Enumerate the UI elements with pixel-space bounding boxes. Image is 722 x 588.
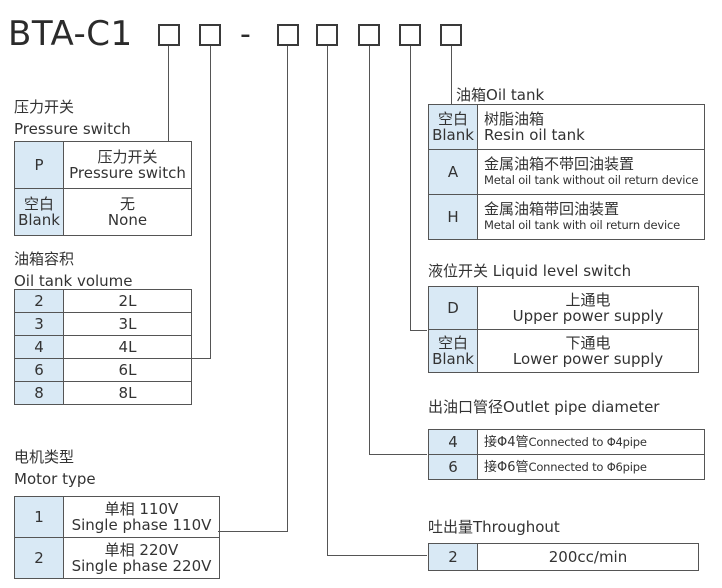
option-desc: 8L [63,381,192,405]
option-desc-cn: 接Φ4管 [484,434,529,450]
table-row: 2 200cc/min [428,543,699,571]
motor-type-table: 1 单相 110V Single phase 110V 2 单相 220V Si… [14,496,220,579]
option-code: 4 [428,429,478,455]
option-desc-en: Lower power supply [512,350,664,368]
option-code: 8 [14,381,64,405]
option-code-cn: 空白 [437,110,468,128]
option-desc: 3L [63,312,192,336]
option-code-en: Blank [18,211,60,229]
option-code: 3 [14,312,64,336]
option-desc-cn: 压力开关 [97,148,158,166]
option-desc-cn: 无 [119,195,135,213]
code-slot-oil-tank [440,24,462,46]
table-row: A 金属油箱不带回油装置 Metal oil tank without oil … [428,149,705,195]
table-row: P 压力开关 Pressure switch [14,141,192,189]
oil-tank-title: 油箱Oil tank [456,86,544,104]
option-code: 2 [428,543,478,571]
option-desc-en: Metal oil tank with oil return device [484,218,680,232]
oil-tank-title-en: Oil tank [486,86,545,104]
table-row: 4 接Φ4管Connected to Φ4pipe [428,429,705,455]
option-desc-cn: 金属油箱不带回油装置 [484,155,635,173]
option-desc-en: Resin oil tank [484,126,585,144]
option-code: H [428,194,478,240]
pressure-switch-title-en: Pressure switch [14,120,131,138]
option-code-cn: 空白 [437,334,468,352]
table-row: 空白 Blank 下通电 Lower power supply [428,329,699,373]
code-slot-throughput [316,24,338,46]
motor-type-title-en: Motor type [14,470,96,488]
code-slot-pressure-switch [158,24,180,46]
option-code-cn: 空白 [23,195,54,213]
option-desc-en: None [107,211,148,229]
option-desc: 2L [63,289,192,313]
tank-volume-title-cn: 油箱容积 [14,250,75,268]
throughput-title: 吐出量Throughout [428,518,560,536]
option-code: 1 [14,496,64,538]
outlet-pipe-title: 出油口管径Outlet pipe diameter [428,398,659,416]
option-desc-en: Single phase 110V [71,516,212,534]
option-code: 2 [14,537,64,579]
pressure-switch-title-cn: 压力开关 [14,98,75,116]
option-code: D [428,286,478,330]
option-code: 6 [14,358,64,382]
tank-volume-title-en: Oil tank volume [14,272,133,290]
option-code-en: Blank [432,126,474,144]
pressure-switch-table: P 压力开关 Pressure switch 空白 Blank 无 None [14,141,192,236]
motor-type-title-cn: 电机类型 [14,448,75,466]
option-desc-cn: 树脂油箱 [484,110,545,128]
option-desc-cn: 接Φ6管 [484,459,529,475]
outlet-pipe-title-en: Outlet pipe diameter [503,398,660,416]
option-desc-cn: 金属油箱带回油装置 [484,200,620,218]
option-desc-cn: 单相 220V [104,541,179,559]
table-row: D 上通电 Upper power supply [428,286,699,330]
code-slot-level-switch [399,24,421,46]
oil-tank-title-cn: 油箱 [456,86,487,104]
code-slot-motor-type [277,24,299,46]
option-desc-cn: 下通电 [565,334,611,352]
table-row: H 金属油箱带回油装置 Metal oil tank with oil retu… [428,194,705,240]
option-desc-en: Upper power supply [512,307,664,325]
option-desc-en: Connected to Φ6pipe [528,459,647,474]
option-desc-en: Connected to Φ4pipe [528,434,647,449]
option-desc-cn: 单相 110V [104,500,179,518]
option-desc: 6L [63,358,192,382]
option-desc-en: Pressure switch [69,164,186,182]
option-desc-en: Single phase 220V [71,557,212,575]
level-switch-title: 液位开关 Liquid level switch [428,262,631,280]
table-row: 6 接Φ6管Connected to Φ6pipe [428,454,705,480]
throughput-table: 2 200cc/min [428,543,699,571]
code-slot-outlet-pipe [358,24,380,46]
level-switch-title-cn: 液位开关 [428,262,489,280]
throughput-title-cn: 吐出量 [428,518,474,536]
option-code: P [14,141,64,189]
code-slot-tank-volume [199,24,221,46]
model-prefix: BTA-C1 [8,14,133,54]
option-desc-cn: 上通电 [565,291,611,309]
oil-tank-table: 空白 Blank 树脂油箱 Resin oil tank A 金属油箱不带回油装… [428,104,705,240]
option-desc: 4L [63,335,192,359]
table-row: 2 单相 220V Single phase 220V [14,537,220,579]
option-code: 6 [428,454,478,480]
level-switch-title-en: Liquid level switch [492,262,632,280]
option-code: 2 [14,289,64,313]
option-code-en: Blank [432,350,474,368]
option-desc-en: Metal oil tank without oil return device [484,173,699,187]
level-switch-table: D 上通电 Upper power supply 空白 Blank 下通电 Lo… [428,286,699,373]
table-row: 空白 Blank 无 None [14,188,192,236]
table-row: 空白 Blank 树脂油箱 Resin oil tank [428,104,705,150]
throughput-title-en: Throughout [473,518,560,536]
option-code: A [428,149,478,195]
option-code: 4 [14,335,64,359]
table-row: 1 单相 110V Single phase 110V [14,496,220,538]
model-separator: - [240,17,251,52]
option-desc: 200cc/min [477,543,699,571]
outlet-pipe-title-cn: 出油口管径 [428,398,504,416]
outlet-pipe-table: 4 接Φ4管Connected to Φ4pipe 6 接Φ6管Connecte… [428,429,705,480]
